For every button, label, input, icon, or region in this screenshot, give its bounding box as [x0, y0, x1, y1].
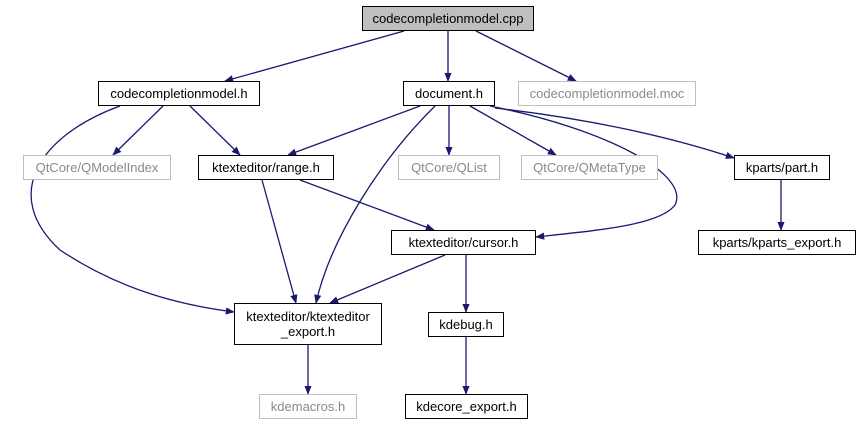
- edge-ccm_h-to-range_h: [189, 105, 241, 156]
- node-kparts-part-h[interactable]: kparts/part.h: [734, 155, 830, 180]
- node-qtcore-qmetatype[interactable]: QtCore/QMetaType: [521, 155, 658, 180]
- node-kdebug-h[interactable]: kdebug.h: [428, 312, 504, 337]
- node-label: codecompletionmodel.h: [110, 86, 248, 101]
- node-qtcore-qmodelindex[interactable]: QtCore/QModelIndex: [23, 155, 171, 180]
- node-kparts-kparts-export-h[interactable]: kparts/kparts_export.h: [698, 230, 856, 255]
- node-label: kdecore_export.h: [416, 399, 517, 414]
- edge-document_h-to-part_h: [494, 107, 735, 159]
- edge-ccm_h-to-qmodelindex: [112, 105, 164, 156]
- edge-root-to-ccm_moc: [475, 30, 577, 82]
- edge-document_h-to-qmetatype: [469, 105, 557, 156]
- node-ktexteditor-export-h[interactable]: ktexteditor/ktexteditor _export.h: [234, 303, 382, 345]
- node-codecompletionmodel-h[interactable]: codecompletionmodel.h: [98, 81, 260, 106]
- edge-ccm_h-to-kte_export: [30, 105, 235, 315]
- node-label: kparts/kparts_export.h: [712, 235, 842, 250]
- node-ktexteditor-range-h[interactable]: ktexteditor/range.h: [198, 155, 334, 180]
- node-codecompletionmodel-moc[interactable]: codecompletionmodel.moc: [518, 81, 696, 106]
- node-label: ktexteditor/cursor.h: [408, 235, 519, 250]
- node-ktexteditor-cursor-h[interactable]: ktexteditor/cursor.h: [391, 230, 536, 255]
- node-document-h[interactable]: document.h: [403, 81, 495, 106]
- edge-document_h-to-cursor_h: [489, 105, 678, 240]
- node-kdemacros-h[interactable]: kdemacros.h: [259, 394, 357, 419]
- node-label: kdebug.h: [439, 317, 493, 332]
- edge-document_h-to-range_h: [287, 105, 421, 156]
- node-codecompletionmodel-cpp[interactable]: codecompletionmodel.cpp: [362, 6, 534, 31]
- node-label: ktexteditor/range.h: [212, 160, 320, 175]
- node-kdecore-export-h[interactable]: kdecore_export.h: [405, 394, 528, 419]
- node-label: QtCore/QList: [411, 160, 487, 175]
- node-label: kdemacros.h: [270, 399, 346, 414]
- node-label: QtCore/QMetaType: [533, 160, 646, 175]
- node-label: codecompletionmodel.moc: [529, 86, 685, 101]
- node-qtcore-qlist[interactable]: QtCore/QList: [398, 155, 500, 180]
- node-label: document.h: [415, 86, 483, 101]
- edge-root-to-ccm_h: [224, 30, 405, 83]
- edge-document_h-to-kte_export: [314, 105, 436, 304]
- node-label: ktexteditor/ktexteditor _export.h: [246, 309, 370, 339]
- edge-range_h-to-cursor_h: [299, 179, 435, 231]
- node-label: QtCore/QModelIndex: [35, 160, 159, 175]
- edge-range_h-to-kte_export: [261, 179, 298, 304]
- node-label: codecompletionmodel.cpp: [372, 11, 524, 26]
- edge-cursor_h-to-kte_export: [329, 254, 446, 304]
- node-label: kparts/part.h: [745, 160, 819, 175]
